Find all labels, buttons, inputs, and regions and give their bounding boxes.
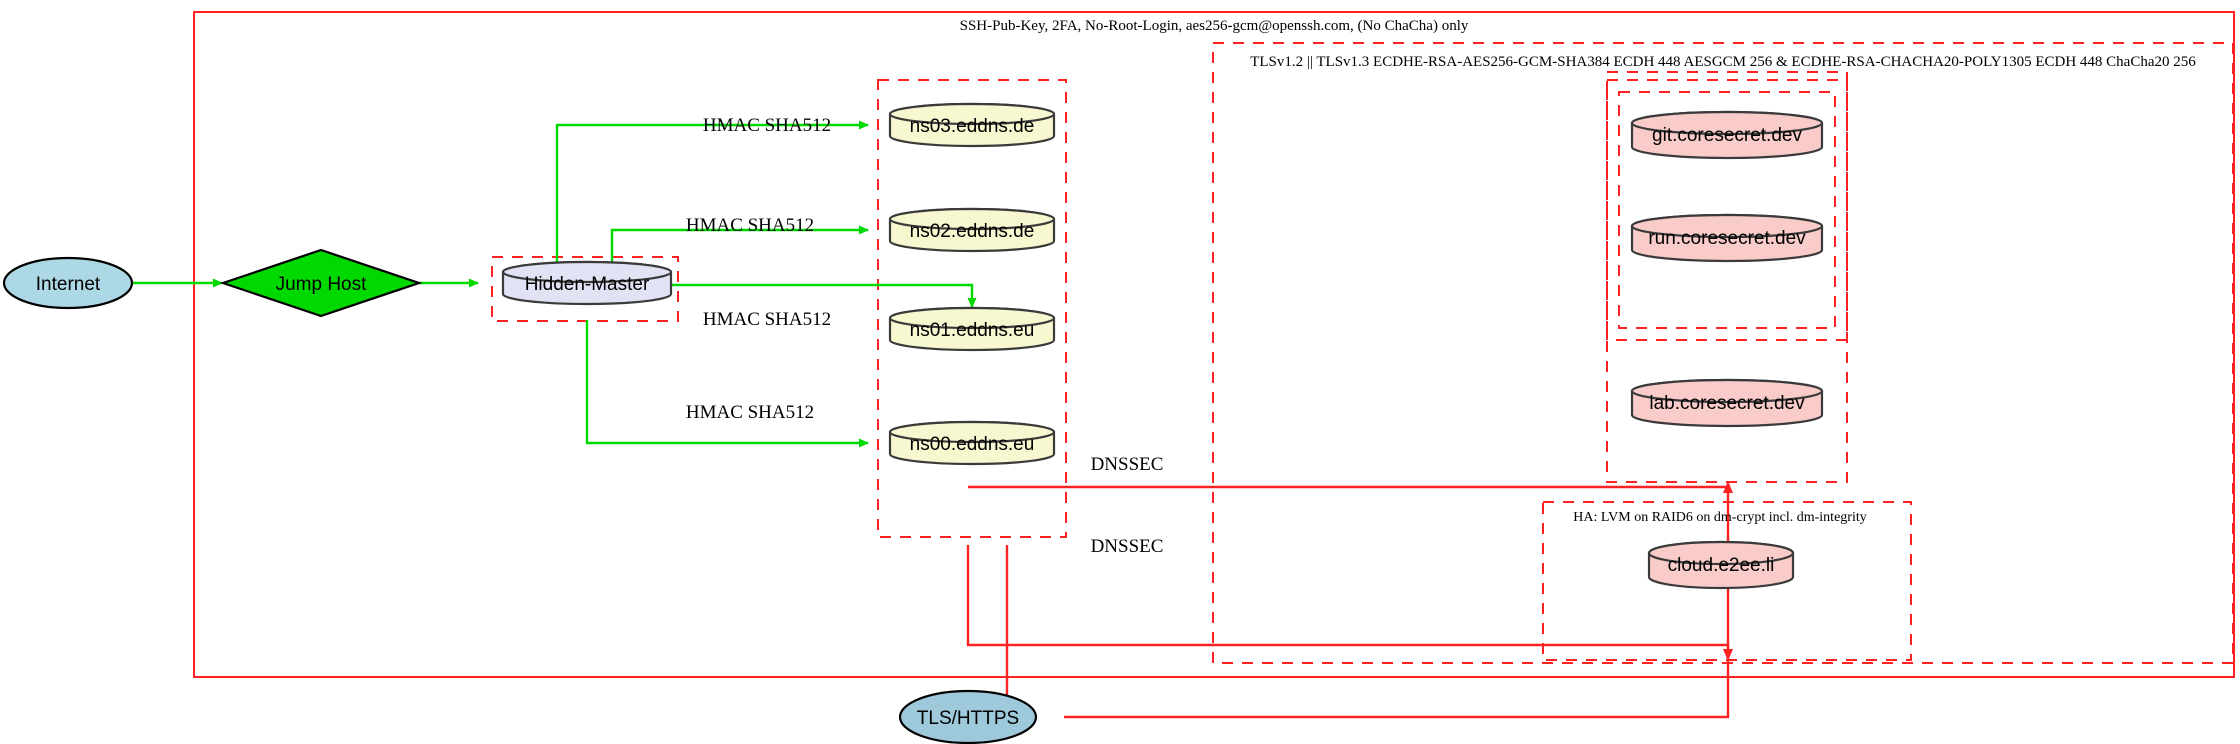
node-git-coresecret[interactable]: git.coresecret.dev (1630, 110, 1824, 160)
node-ns01-label: ns01.eddns.eu (910, 320, 1035, 341)
tls-policy-label: TLSv1.2 || TLSv1.3 ECDHE-RSA-AES256-GCM-… (1250, 54, 2196, 70)
node-ns02[interactable]: ns02.eddns.de (888, 207, 1056, 253)
edge-label-hmac-ns03: HMAC SHA512 (703, 115, 831, 136)
edge-label-hmac-ns01: HMAC SHA512 (703, 309, 831, 330)
edge-label-dnssec-upper: DNSSEC (1091, 454, 1164, 475)
node-hidden-master[interactable]: Hidden-Master (501, 260, 673, 306)
edge-hiddenmaster-to-ns02 (610, 225, 869, 263)
edge-label-hmac-ns00: HMAC SHA512 (686, 402, 814, 423)
node-ns02-label: ns02.eddns.de (910, 221, 1035, 242)
coresecret-inner-box (1618, 91, 1836, 329)
node-ns00[interactable]: ns00.eddns.eu (888, 420, 1056, 466)
edge-label-hmac-ns02: HMAC SHA512 (686, 215, 814, 236)
node-tls-https[interactable]: TLS/HTTPS (898, 689, 1038, 744)
node-jump-host[interactable]: Jump Host (219, 248, 423, 318)
node-ns03-label: ns03.eddns.de (910, 116, 1035, 137)
node-lab-coresecret-label: lab.coresecret.dev (1649, 393, 1805, 414)
node-lab-coresecret[interactable]: lab.coresecret.dev (1630, 378, 1824, 428)
tls-boundary-box (1212, 42, 2234, 664)
edge-hiddenmaster-to-ns01 (672, 283, 977, 308)
hidden-master-boundary-box (491, 256, 679, 322)
node-run-coresecret-label: run.coresecret.dev (1648, 228, 1806, 249)
node-internet[interactable]: Internet (2, 256, 134, 310)
node-jump-host-label: Jump Host (276, 274, 368, 295)
dns-boundary-box (877, 79, 1067, 538)
edge-label-dnssec-lower: DNSSEC (1091, 536, 1164, 557)
node-git-coresecret-label: git.coresecret.dev (1652, 125, 1802, 146)
node-ns01[interactable]: ns01.eddns.eu (888, 306, 1056, 352)
edge-hiddenmaster-to-ns00 (585, 320, 869, 448)
node-ns00-label: ns00.eddns.eu (910, 434, 1035, 455)
node-ns03[interactable]: ns03.eddns.de (888, 102, 1056, 148)
ssh-policy-label: SSH-Pub-Key, 2FA, No-Root-Login, aes256-… (960, 18, 1469, 34)
node-cloud-e2ee-label: cloud.e2ee.li (1668, 555, 1775, 576)
edge-dnssec-lower (966, 545, 1733, 661)
node-hidden-master-label: Hidden-Master (525, 274, 650, 295)
node-tls-https-label: TLS/HTTPS (917, 708, 1019, 729)
node-run-coresecret[interactable]: run.coresecret.dev (1630, 213, 1824, 263)
node-internet-label: Internet (36, 274, 101, 295)
node-cloud-e2ee[interactable]: cloud.e2ee.li (1647, 540, 1795, 590)
ha-policy-label: HA: LVM on RAID6 on dm-crypt incl. dm-in… (1573, 510, 1866, 525)
edge-hiddenmaster-to-ns03 (555, 120, 869, 263)
